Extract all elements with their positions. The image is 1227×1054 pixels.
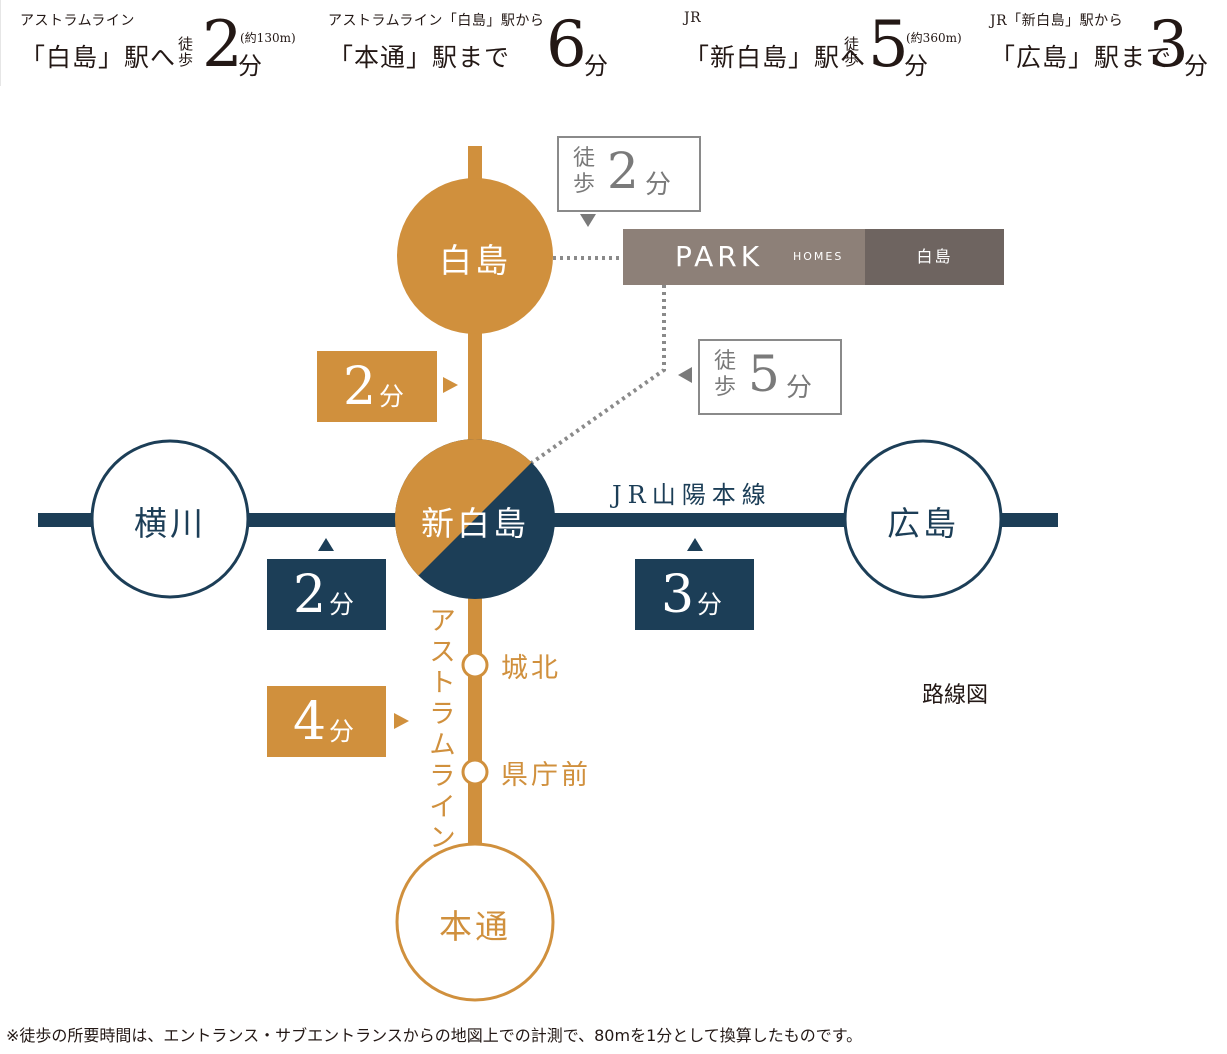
access-destination: 「広島」駅まで	[990, 38, 1172, 74]
access-destination: 「新白島」駅へ	[684, 38, 866, 74]
walk-time-unit: 分	[645, 170, 672, 200]
travel-time-value: 2	[343, 357, 377, 417]
line-label-jr: JR山陽本線	[612, 481, 772, 509]
travel-time-shinhakushima-hondori: 4 分	[267, 686, 386, 757]
walk-time-value: 5	[748, 345, 780, 403]
station-label-johoku: 城北	[501, 653, 561, 684]
station-label-hondori: 本通	[439, 907, 511, 946]
arrow-right-icon	[394, 713, 409, 729]
walk-label: 徒歩	[178, 35, 194, 69]
access-info-hondori: アストラムライン「白島」駅から 「本通」駅まで 6 分	[328, 6, 618, 82]
arrow-up-icon	[318, 538, 334, 551]
station-label-shinhakushima: 新白島	[421, 504, 529, 543]
travel-time-yokogawa-shinhakushima: 2 分	[267, 559, 386, 630]
walk-time-hakushima: 徒歩 2 分	[557, 136, 701, 212]
access-info-hiroshima: JR「新白島」駅から 「広島」駅まで 3 分	[990, 6, 1220, 82]
walk-time-unit: 分	[786, 373, 813, 403]
access-distance: (約360m)	[906, 31, 962, 45]
walk-label: 徒歩	[714, 349, 737, 400]
walk-time-value: 2	[607, 142, 639, 200]
travel-time-value: 2	[293, 565, 327, 625]
footnote: ※徒歩の所要時間は、エントランス・サブエントランスからの地図上での計測で、80m…	[6, 1026, 863, 1045]
travel-time-shinhakushima-hiroshima: 3 分	[635, 559, 754, 630]
access-destination-text: 「広島」駅まで	[990, 43, 1173, 72]
map-title: 路線図	[922, 683, 989, 708]
travel-time-unit: 分	[329, 717, 355, 746]
station-label-kenchomae: 県庁前	[501, 760, 591, 791]
access-line-label: JR「新白島」駅から	[990, 13, 1124, 29]
access-minutes: 3	[1148, 8, 1189, 82]
property-brand-sub: HOMES	[793, 250, 844, 263]
travel-time-value: 3	[661, 565, 695, 625]
station-shinhakushima-circle	[395, 439, 555, 599]
arrow-right-icon	[443, 377, 458, 393]
station-kenchomae-marker	[461, 758, 489, 786]
station-hiroshima-circle	[843, 439, 1003, 599]
access-destination-text: 「白島」駅へ	[20, 43, 177, 72]
walk-label: 徒歩	[844, 35, 860, 69]
station-label-yokogawa: 横川	[134, 504, 206, 543]
access-line-label: JR	[684, 10, 702, 26]
access-minutes: 6	[546, 8, 587, 82]
access-minutes-unit: 分	[584, 52, 608, 80]
access-info-shinhakushima: JR 「新白島」駅へ 徒歩 5 分 (約360m)	[684, 6, 974, 82]
travel-time-hakushima-shinhakushima: 2 分	[317, 351, 437, 422]
travel-time-value: 4	[293, 692, 327, 752]
header-divider	[0, 0, 1, 86]
line-label-astram: アストラムライン	[424, 606, 455, 854]
access-minutes: 2	[202, 8, 243, 82]
access-line-label: アストラムライン	[20, 13, 135, 29]
station-johoku-marker	[461, 651, 489, 679]
station-label-hiroshima: 広島	[887, 504, 959, 543]
property-sign: PARK HOMES 白島	[623, 229, 1004, 285]
station-yokogawa-circle	[90, 439, 250, 599]
arrow-down-icon	[580, 214, 596, 227]
access-destination-text: 「新白島」駅へ	[684, 43, 867, 72]
station-hondori-circle	[395, 842, 555, 1002]
property-name: 白島	[865, 229, 1004, 285]
access-minutes-unit: 分	[238, 52, 262, 80]
access-header: アストラムライン 「白島」駅へ 徒歩 2 分 (約130m) アストラムライン「…	[0, 0, 1227, 86]
arrow-left-icon	[678, 367, 692, 383]
route-map-graphics	[38, 146, 1058, 1002]
access-distance: (約130m)	[240, 31, 296, 45]
access-info-hakushima: アストラムライン 「白島」駅へ 徒歩 2 分 (約130m)	[20, 6, 310, 82]
walk-label: 徒歩	[573, 146, 596, 197]
access-minutes-unit: 分	[1184, 52, 1208, 80]
access-destination-text: 「本通」駅まで	[328, 43, 511, 72]
walk-path-shinhakushima	[528, 285, 666, 466]
access-destination: 「本通」駅まで	[328, 38, 510, 74]
travel-time-unit: 分	[697, 590, 723, 619]
arrow-up-icon	[687, 538, 703, 551]
walk-time-shinhakushima: 徒歩 5 分	[698, 339, 842, 415]
access-minutes-unit: 分	[904, 52, 928, 80]
property-logo: PARK HOMES	[623, 229, 865, 285]
station-label-hakushima: 白島	[439, 241, 511, 280]
access-line-label: アストラムライン「白島」駅から	[328, 13, 545, 29]
travel-time-unit: 分	[329, 590, 355, 619]
travel-time-unit: 分	[379, 382, 405, 411]
route-map: 白島 新白島 横川 広島 本通 城北 県庁前 JR山陽本線 アストラムライン 2…	[0, 86, 1227, 1016]
station-hakushima-circle	[397, 178, 553, 334]
property-brand: PARK	[675, 240, 764, 273]
access-destination: 「白島」駅へ	[20, 38, 176, 74]
access-minutes: 5	[868, 8, 909, 82]
